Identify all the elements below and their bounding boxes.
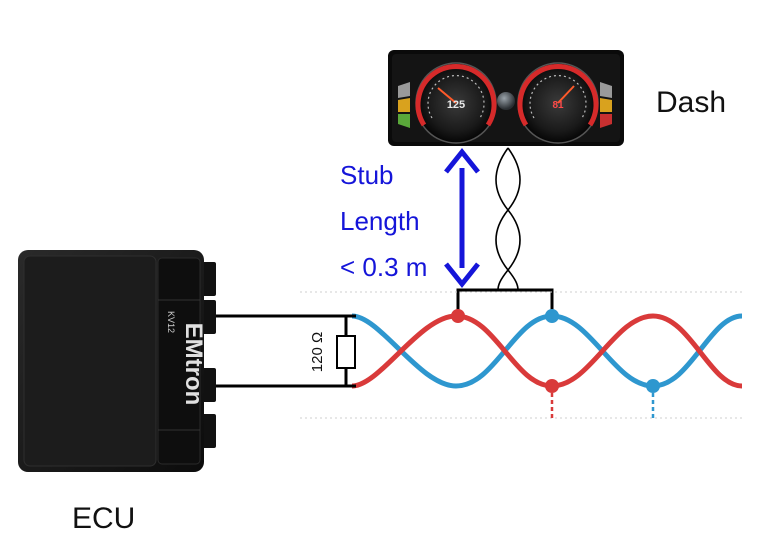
bus-dotted-guides xyxy=(300,291,742,419)
node-can-low-drop xyxy=(646,379,660,393)
node-can-high-drop xyxy=(545,379,559,393)
ecu-device: EMtron KV12 xyxy=(18,250,216,472)
dash-center-knob xyxy=(497,92,515,110)
dash-display: 125 81 xyxy=(388,50,624,146)
ecu-model-label: KV12 xyxy=(166,311,176,333)
dash-right-gauge: 81 xyxy=(517,62,599,144)
can-low-wire xyxy=(351,313,743,389)
stub-length-arrow xyxy=(444,147,480,289)
bus-drop-lines xyxy=(550,386,655,420)
can-high-wire xyxy=(351,313,743,389)
stub-label-line3: < 0.3 m xyxy=(340,252,427,282)
termination-resistor xyxy=(336,335,356,369)
dash-right-bar xyxy=(600,82,612,128)
dash-left-bar xyxy=(398,82,410,128)
twisted-stub-cable xyxy=(495,147,521,291)
dash-right-gauge-value: 81 xyxy=(552,100,564,111)
node-can-low-dash xyxy=(545,309,559,323)
node-can-high-dash xyxy=(451,309,465,323)
stub-label-line1: Stub xyxy=(340,160,394,190)
resistor-label: 120 Ω xyxy=(309,332,326,372)
dash-left-gauge: 125 xyxy=(415,62,497,144)
ecu-brand-logo: EMtron xyxy=(180,323,207,406)
stub-label-line2: Length xyxy=(340,206,420,236)
stub-connection xyxy=(456,288,554,312)
dash-left-gauge-value: 125 xyxy=(447,99,465,111)
dash-label: Dash xyxy=(656,86,726,119)
ecu-wires xyxy=(216,314,356,388)
ecu-label: ECU xyxy=(72,502,135,535)
